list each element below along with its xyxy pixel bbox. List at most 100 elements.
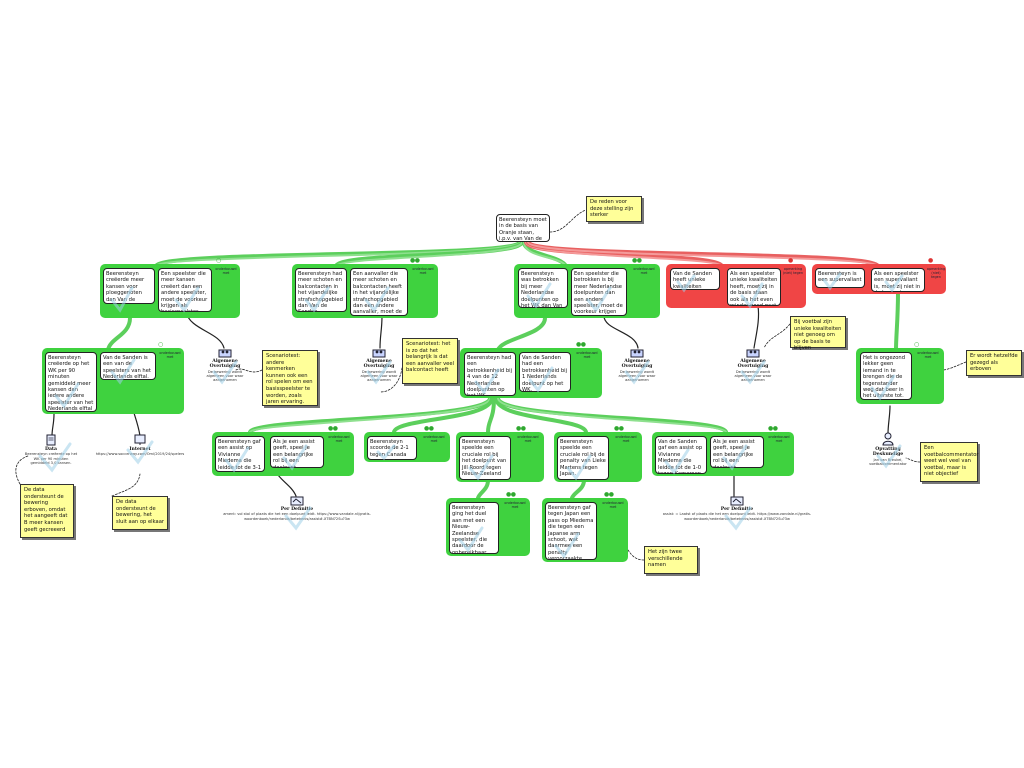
main-claim-text: Beerensteyn moet in de basis van Oranje … [499,217,547,242]
link-note-data2 [111,473,141,497]
dots-r315: ●● [768,425,778,432]
check-internet [126,440,154,465]
note-claim[interactable]: De reden voor deze stelling zijn sterker [586,196,642,222]
link-o1-source [753,305,760,349]
source-s3-title: Algemene Overtuiging [621,359,653,370]
note-twoevents[interactable]: Het zijn twee verschillende namen [644,546,698,574]
premise-r1a[interactable]: Beerensteyn creëerde meer kansen voor pl… [103,268,155,304]
dots-r11: ○ [158,341,163,348]
premise-r313a[interactable]: Beerensteyn speelde een cruciale rol bij… [459,436,511,480]
link-r3-source [603,315,639,349]
label-r313: onderbouwd met [517,435,539,443]
label-r31: onderbouwd met [576,351,598,359]
check-o2b [884,274,904,293]
check-r31a [474,368,500,395]
link-r31-r312 [392,396,494,434]
link-r31-r314 [494,396,588,434]
label-o2: opmerking (niet) tegen [926,267,946,279]
people-icon [746,349,760,358]
dots-r312: ●● [424,425,434,432]
check-r3a [526,282,552,309]
check-r2b [364,286,390,313]
label-r3141: onderbouwd met [602,501,624,509]
check-o2a [822,272,842,291]
link-note-commentator [905,457,921,463]
source-perdef2-text: assist: = Laatst of plaats die het een d… [662,512,812,521]
note-unique[interactable]: Bij voetbal zijn unieke kwaliteiten niet… [790,316,846,351]
check-opinion [876,444,902,469]
link-r11a-source [51,413,55,437]
premise-r314a[interactable]: Beerensteyn speelde een cruciale rol bij… [557,436,609,480]
label-o21: onderbouwd met [917,351,939,359]
dots-o1: ● [788,257,793,264]
check-r2a [304,286,330,313]
label-r1: onderbouwd met [215,267,237,275]
source-s1-title: Algemene Overtuiging [209,359,241,370]
check-r11a [54,382,80,409]
check-r3141a [554,532,580,559]
dots-o2: ● [928,257,933,264]
check-r31b [528,366,554,393]
source-perdef1-title: Per Definitie [280,507,314,512]
source-data-text: Beerensteyn creëerde op het WK per 90 mi… [24,452,78,465]
premise-r1b[interactable]: Een speelster die meer kansen creëert da… [158,268,212,312]
premise-r2b[interactable]: Een aanvaller die meer schoten en balcon… [350,268,408,316]
note-scenario2[interactable]: Scenariotest: het is zo dat het belangri… [402,338,458,384]
source-perdef1[interactable]: Per Definitie ament: vol stol of plaats … [212,496,382,521]
link-note-unique [763,323,791,349]
check-o21a [870,374,896,401]
check-s4 [740,360,766,385]
premise-r11b[interactable]: Van de Sanden is een van de speelsters v… [100,352,156,380]
premise-r3141a[interactable]: Beerensteyn gaf tegen Japan een pass op … [545,502,597,560]
source-internet-title: Internet [129,447,151,452]
note-claim-text: De reden voor deze stelling zijn sterker [590,199,634,219]
check-r1a [110,286,134,313]
premise-r31b[interactable]: Van de Sanden had een betrokkenheid bij … [519,352,571,392]
premise-r3131a[interactable]: Beerensteyn ging het duel aan met een Ni… [449,502,499,554]
main-claim[interactable]: Beerensteyn moet in de basis van Oranje … [496,214,550,242]
check-o1b [740,282,764,309]
source-perdef1-text: ament: vol stol of plaats die het een do… [223,512,371,521]
expert-icon [882,432,894,446]
dots-r313: ●● [516,425,526,432]
dots-r1: ○ [216,257,221,264]
dots-r3131: ●● [506,491,516,498]
premise-r315a[interactable]: Van de Sanden gaf een assist op Vivianne… [655,436,707,474]
people-icon [630,349,644,358]
check-r315b [722,444,748,471]
source-opinion-title: Opvatting Deskundige [872,447,904,458]
definition-icon [730,496,744,506]
source-data-title: Data [44,447,58,452]
check-s2 [366,360,392,385]
link-r31-r313 [486,396,496,434]
link-note-claim [549,209,587,233]
check-r1b [174,286,200,313]
note-data1[interactable]: De data ondersteunt de bewering erboven,… [20,484,74,538]
check-s3 [624,360,650,385]
source-data[interactable]: Data Beerensteyn creëerde op het WK per … [24,434,78,465]
check-r11b [110,358,136,385]
link-r1-r11 [106,316,132,352]
source-internet[interactable]: Internet https://www.soccerway.com/Omi/2… [90,434,190,457]
note-data2[interactable]: De data ondersteunt de bewering, het slu… [112,496,168,530]
label-r315: onderbouwd met [768,435,790,443]
premise-r311a[interactable]: Beerensteyn gaf een assist op Vivianne M… [215,436,265,472]
label-r3: onderbouwd met [633,267,655,275]
source-perdef2[interactable]: Per Definitie assist: = Laatst of plaats… [652,496,822,521]
check-r3b [586,286,612,313]
check-perdef1 [284,506,312,531]
note-scenario1[interactable]: Scenariotest: andere kenmerken kunnen oo… [262,350,318,406]
source-s2-title: Algemene Overtuiging [363,359,395,370]
premise-r11a[interactable]: Beerensteyn creëerde op het WK per 90 mi… [45,352,97,412]
check-s1 [212,360,238,385]
label-r311: onderbouwd met [328,435,350,443]
note-commentator[interactable]: Een voetbalcommentator weet wel veel van… [920,442,979,482]
label-r314: onderbouwd met [615,435,637,443]
note-tradeoff[interactable]: Er wordt hetzelfde gezegd als erboven [966,350,1022,376]
dots-r31: ●● [576,341,586,348]
check-r314a [566,454,592,481]
link-o2-o21 [894,290,900,352]
link-r3-r31 [496,316,547,352]
check-r315a [664,448,690,475]
people-icon [218,349,232,358]
